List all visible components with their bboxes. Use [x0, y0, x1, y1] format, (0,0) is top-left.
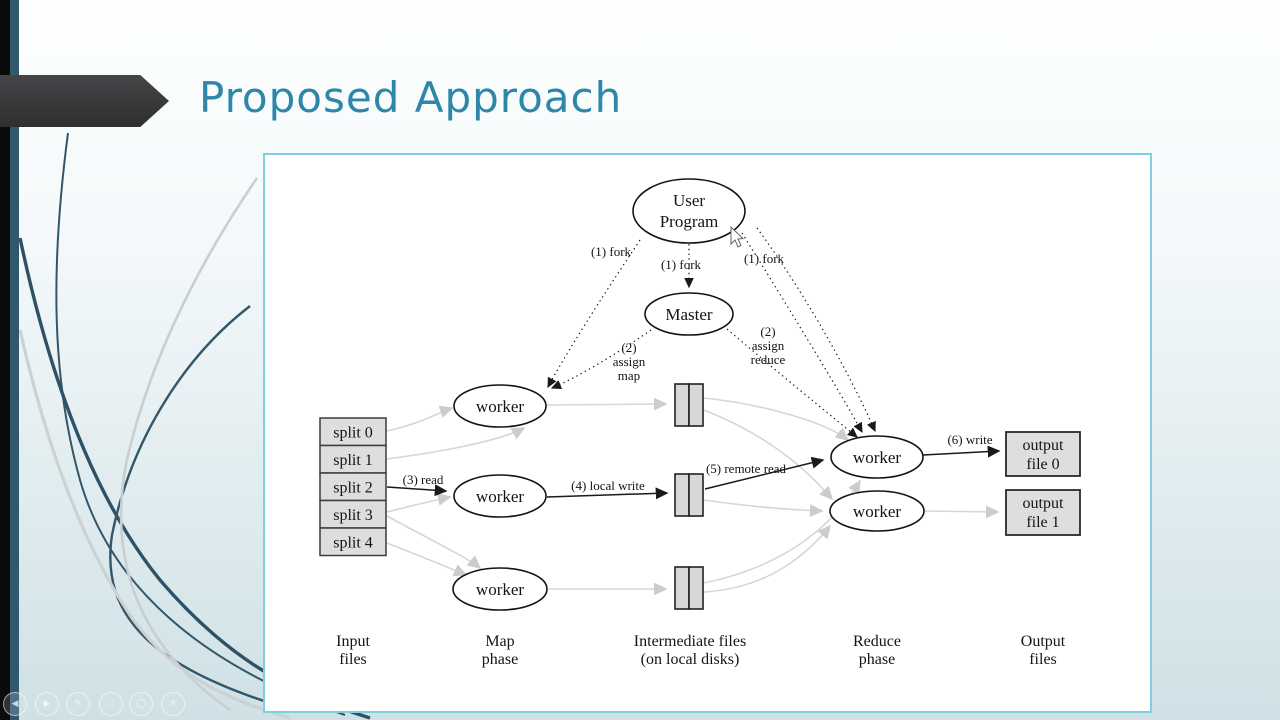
player-settings-button[interactable]: ✳ [161, 692, 185, 716]
title-arrow [0, 75, 169, 127]
page-title: Proposed Approach [199, 73, 623, 122]
player-screen-button[interactable]: ⛶ [99, 692, 123, 716]
letterbox-left [0, 0, 10, 720]
play-icon: ▶ [43, 698, 51, 708]
player-play-button[interactable]: ▶ [35, 692, 59, 716]
diagram-panel [263, 153, 1152, 713]
curve-light-1 [119, 177, 259, 712]
player-record-button[interactable]: ◯ [129, 692, 153, 716]
curve-light-2 [18, 329, 291, 720]
accent-bar [10, 0, 19, 720]
player-annotate-button[interactable]: ✎ [66, 692, 90, 716]
screen-icon: ⛶ [107, 698, 115, 708]
pencil-icon: ✎ [74, 698, 82, 708]
record-icon: ◯ [135, 698, 147, 708]
player-previous-button[interactable]: ◀ [3, 692, 27, 716]
settings-icon: ✳ [169, 698, 177, 708]
previous-icon: ◀ [11, 698, 19, 708]
